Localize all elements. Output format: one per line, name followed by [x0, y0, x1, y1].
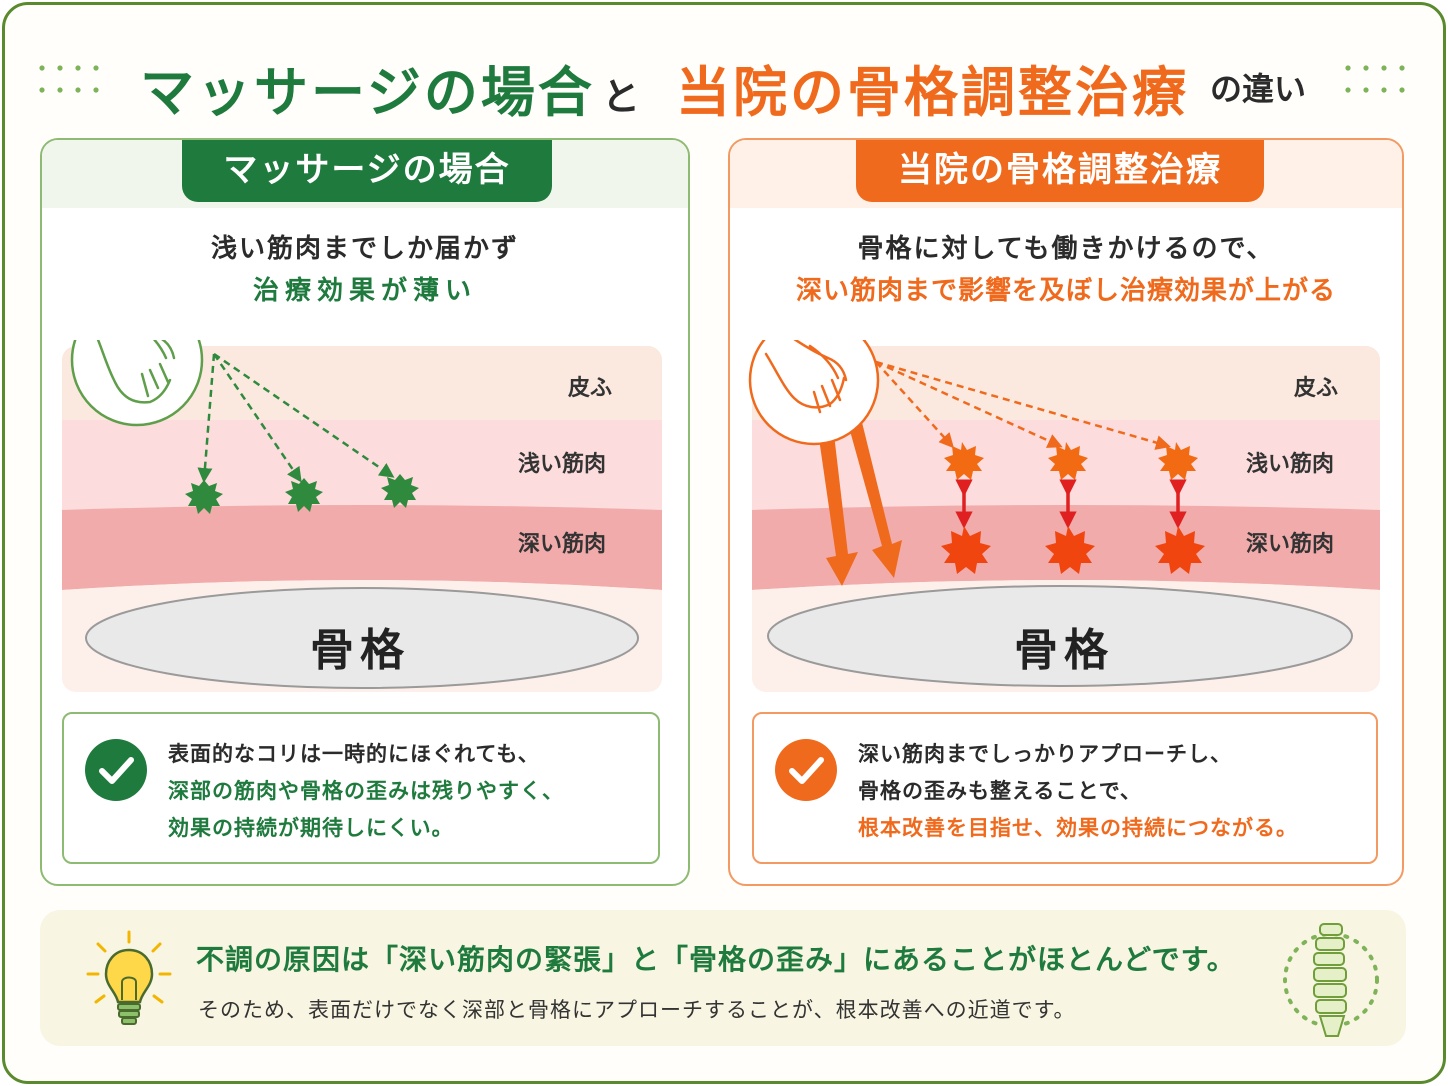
clinic-lead-emphasis: 深い筋肉まで影響を及ぼし治療効果が上がる — [795, 276, 1336, 306]
clinic-diagram: 皮ふ 浅い筋肉 深い筋肉 骨格 — [730, 340, 1402, 700]
title-and: と — [602, 75, 641, 119]
summary-box: 不調の原因は「深い筋肉の緊張」と「骨格の歪み」にあることがほとんどです。 そのた… — [40, 910, 1406, 1046]
deep-muscle-label: 深い筋肉 — [1246, 532, 1335, 557]
green-burst-icons — [185, 474, 419, 514]
bone-label: 骨格 — [310, 625, 410, 676]
shallow-muscle-label: 浅い筋肉 — [518, 452, 607, 477]
clinic-note-line3: 根本改善を目指せ、効果の持続につながる。 — [858, 816, 1298, 840]
massage-tab-label: マッサージの場合 — [182, 140, 552, 202]
title-difference: の違い — [1210, 70, 1307, 108]
clinic-note-box: 深い筋肉までしっかりアプローチし、 骨格の歪みも整えることで、 根本改善を目指せ… — [752, 712, 1378, 864]
massage-diagram: 皮ふ 浅い筋肉 深い筋肉 骨格 — [42, 340, 688, 700]
title-clinic: 当院の骨格調整治療 — [676, 61, 1189, 124]
massage-note-line3: 効果の持続が期待しにくい。 — [168, 816, 454, 840]
massage-note-box: 表面的なコリは一時的にほぐれても、 深部の筋肉や骨格の歪みは残りやすく、 効果の… — [62, 712, 660, 864]
check-icon — [85, 739, 147, 801]
massage-lead-emphasis: 治療効果が薄い — [252, 276, 477, 306]
hand-icon — [70, 340, 204, 427]
skin-label: 皮ふ — [1294, 376, 1339, 401]
bone-label: 骨格 — [1014, 625, 1114, 676]
skin-label: 皮ふ — [568, 376, 613, 401]
title-massage: マッサージの場合 — [140, 61, 595, 124]
clinic-panel: 当院の骨格調整治療 骨格に対しても働きかけるので、 深い筋肉まで影響を及ぼし治療… — [728, 138, 1404, 886]
clinic-note-line1: 深い筋肉までしっかりアプローチし、 — [858, 742, 1232, 766]
massage-lead: 浅い筋肉までしか届かず — [210, 234, 519, 264]
deep-pressure-arrows — [814, 398, 902, 586]
spine-icon — [1283, 923, 1379, 1037]
clinic-note-line2: 骨格の歪みも整えることで、 — [858, 779, 1142, 803]
lightbulb-icon — [86, 930, 172, 1025]
massage-note-line2: 深部の筋肉や骨格の歪みは残りやすく、 — [168, 779, 564, 803]
deep-muscle-label: 深い筋肉 — [518, 532, 607, 557]
check-icon — [775, 739, 837, 801]
dots-decoration-icon — [1345, 65, 1405, 93]
massage-note-line1: 表面的なコリは一時的にほぐれても、 — [168, 742, 540, 766]
summary-headline: 不調の原因は「深い筋肉の緊張」と「骨格の歪み」にあることがほとんどです。 — [196, 943, 1236, 976]
clinic-lead: 骨格に対しても働きかけるので、 — [857, 234, 1275, 264]
hand-icon — [748, 340, 880, 446]
shallow-muscle-label: 浅い筋肉 — [1246, 452, 1335, 477]
shallow-muscle-layer — [62, 420, 662, 516]
title-row: マッサージの場合 と 当院の骨格調整治療 の違い — [0, 40, 1448, 124]
massage-panel: マッサージの場合 浅い筋肉までしか届かず 治療効果が薄い — [40, 138, 690, 886]
bone-shape — [85, 587, 639, 689]
clinic-tab-label: 当院の骨格調整治療 — [856, 140, 1264, 202]
summary-subline: そのため、表面だけでなく深部と骨格にアプローチすることが、根本改善への近道です。 — [198, 998, 1076, 1022]
dots-decoration-icon — [39, 65, 99, 93]
deep-muscle-layer — [62, 505, 662, 590]
